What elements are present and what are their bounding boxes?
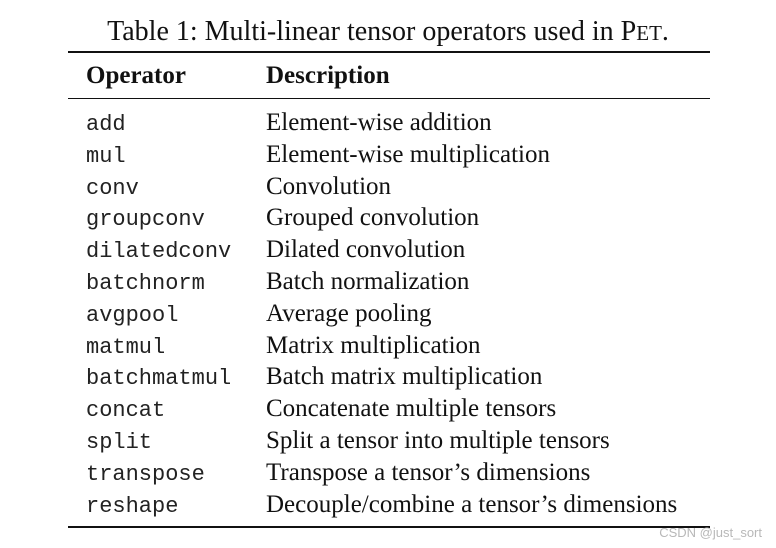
table-row: batchmatmul Batch matrix multiplication xyxy=(0,362,776,394)
table-row: conv Convolution xyxy=(0,172,776,204)
operator-cell: matmul xyxy=(86,334,166,360)
description-cell: Element-wise multiplication xyxy=(266,140,550,168)
description-cell: Matrix multiplication xyxy=(266,331,481,359)
header-description: Description xyxy=(266,62,390,89)
operator-cell: groupconv xyxy=(86,207,205,233)
caption-suffix: . xyxy=(661,16,669,47)
table-row: split Split a tensor into multiple tenso… xyxy=(0,426,776,458)
table-row: dilatedconv Dilated convolution xyxy=(0,235,776,267)
description-cell: Split a tensor into multiple tensors xyxy=(266,426,610,454)
table-row: matmul Matrix multiplication xyxy=(0,331,776,363)
operator-cell: batchnorm xyxy=(86,270,205,296)
table-row: avgpool Average pooling xyxy=(0,299,776,331)
operator-cell: batchmatmul xyxy=(86,366,232,392)
bottom-rule xyxy=(68,526,710,528)
table-row: mul Element-wise multiplication xyxy=(0,140,776,172)
description-cell: Decouple/combine a tensor’s dimensions xyxy=(266,490,678,518)
description-cell: Batch matrix multiplication xyxy=(266,363,543,391)
table-row: transpose Transpose a tensor’s dimension… xyxy=(0,458,776,490)
description-cell: Transpose a tensor’s dimensions xyxy=(266,458,591,486)
operator-cell: mul xyxy=(86,143,126,169)
table-caption: Table 1: Multi-linear tensor operators u… xyxy=(0,14,776,51)
watermark: CSDN @just_sort xyxy=(659,525,762,540)
description-cell: Concatenate multiple tensors xyxy=(266,395,557,423)
operator-cell: split xyxy=(86,429,153,455)
operator-cell: transpose xyxy=(86,461,205,487)
operator-cell: reshape xyxy=(86,493,179,519)
description-cell: Dilated convolution xyxy=(266,236,466,264)
table-row: batchnorm Batch normalization xyxy=(0,267,776,299)
description-cell: Element-wise addition xyxy=(266,109,492,136)
operator-cell: dilatedconv xyxy=(86,239,232,265)
description-cell: Batch normalization xyxy=(266,267,470,295)
description-cell: Grouped convolution xyxy=(266,204,480,232)
table-row: groupconv Grouped convolution xyxy=(0,203,776,235)
header-operator: Operator xyxy=(86,62,186,89)
operator-cell: concat xyxy=(86,398,166,424)
operator-cell: conv xyxy=(86,175,139,201)
top-rule xyxy=(68,51,710,53)
operator-cell: add xyxy=(86,112,126,137)
caption-system-name-initial: P xyxy=(620,16,637,47)
caption-system-name-rest: ET xyxy=(636,21,662,45)
header-rule xyxy=(68,98,710,99)
caption-prefix: Table 1: Multi-linear tensor operators u… xyxy=(107,16,621,47)
operator-cell: avgpool xyxy=(86,302,179,328)
description-cell: Convolution xyxy=(266,172,392,200)
table-body: add Element-wise addition mul Element-wi… xyxy=(0,108,776,521)
table-row: concat Concatenate multiple tensors xyxy=(0,394,776,426)
description-cell: Average pooling xyxy=(266,299,432,327)
table-row: reshape Decouple/combine a tensor’s dime… xyxy=(0,490,776,522)
table-row: add Element-wise addition xyxy=(0,108,776,140)
